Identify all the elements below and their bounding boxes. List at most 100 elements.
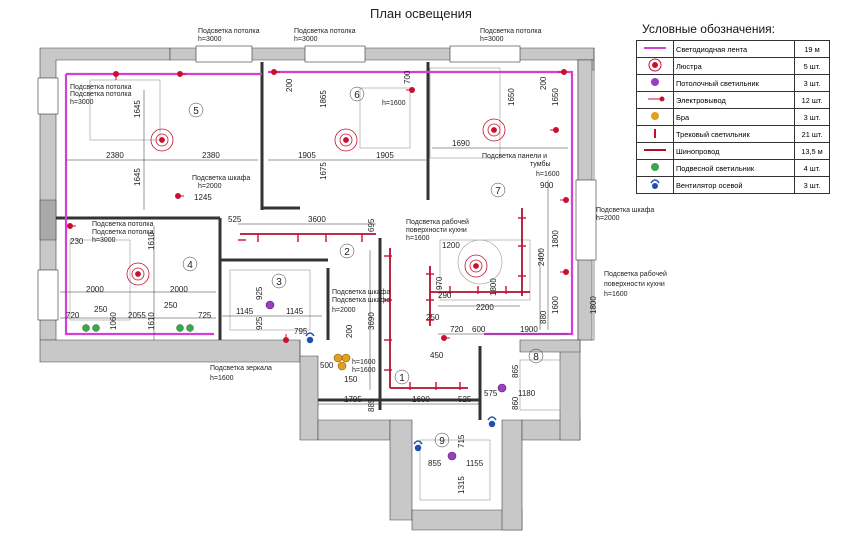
dimension-label: 1060	[109, 312, 118, 330]
ceiling-light-icon	[265, 300, 275, 310]
room-number: 7	[495, 186, 501, 197]
wall-sconce-icon	[337, 361, 347, 371]
legend-row: Светодиодная лента 19 м	[636, 40, 830, 58]
dimension-label: 2055	[128, 311, 146, 320]
dimension-label: 1650	[551, 88, 560, 106]
electrical-outlet-icon	[550, 127, 559, 133]
legend-row: Подвесной светильник 4 шт.	[636, 159, 830, 177]
annotation: h=3000	[92, 237, 116, 244]
dimension-label: 1865	[319, 90, 328, 108]
dimension-label: 1315	[457, 476, 466, 494]
dimension-label: 250	[164, 301, 178, 310]
dimension-label: 880	[539, 310, 548, 324]
electrical-outlet-icon	[177, 71, 186, 77]
annotation: Подсветка потолка	[92, 229, 154, 236]
dimension-label: 1645	[133, 168, 142, 186]
annotation: Подсветка потолка	[70, 91, 132, 98]
electrical-outlet-icon	[175, 193, 184, 199]
annotation: Подсветка рабочей	[406, 218, 469, 226]
dimension-label: 3690	[367, 312, 376, 330]
dimension-label: 885	[367, 398, 376, 412]
annotations: Подсветка потолка h=3000 Подсветка потол…	[70, 28, 667, 382]
pendant-light-icon	[186, 324, 194, 332]
dimension-label: 1800	[589, 296, 598, 314]
dimension-label: 600	[472, 325, 486, 334]
dimension-label: 715	[457, 434, 466, 448]
annotation: Подсветка шкафа	[332, 297, 390, 304]
electrical-outlet-icon	[560, 269, 569, 275]
dimension-label: 1145	[236, 307, 254, 316]
annotation: h=1600	[604, 291, 628, 298]
dimension-label: 525	[228, 215, 242, 224]
dimension-label: 250	[426, 313, 440, 322]
track-lights	[238, 217, 526, 390]
dimension-label: 1905	[298, 151, 316, 160]
electrical-outlet-icon	[441, 335, 450, 341]
annotation: h=2000	[596, 215, 620, 222]
legend-table: Светодиодная лента 19 м Люстра 5 шт. Пот…	[636, 40, 830, 194]
legend-label: Подвесной светильник	[673, 159, 795, 177]
dimension-label: 925	[255, 316, 264, 330]
legend-row: Люстра 5 шт.	[636, 57, 830, 75]
dimension-label: 2000	[170, 285, 188, 294]
annotation: h=1600	[352, 359, 376, 366]
legend-row: Трековый светильник 21 шт.	[636, 125, 830, 143]
electrical-outlet-icon	[113, 71, 119, 80]
interior-walls	[56, 62, 482, 420]
annotation: Подсветка панели и	[482, 153, 547, 160]
chandelier-icon	[126, 262, 150, 286]
dimension-label: 1180	[518, 389, 536, 398]
dimension-label: 1610	[147, 232, 156, 250]
legend-label: Шинопровод	[673, 142, 795, 160]
windows	[37, 45, 597, 321]
annotation: Подсветка потолка	[294, 28, 356, 35]
room-number: 4	[187, 260, 193, 271]
legend-label: Трековый светильник	[673, 125, 795, 143]
annotation: Подсветка зеркала	[210, 365, 272, 372]
annotation: h=2000	[332, 307, 356, 314]
annotation: h=3000	[480, 36, 504, 43]
dimension-label: 525	[458, 395, 472, 404]
dimension-label: 695	[367, 218, 376, 232]
annotation: Подсветка потолка	[198, 28, 260, 35]
dimension-label: 500	[320, 361, 334, 370]
annotation: поверхности кухни	[604, 281, 665, 288]
annotation: h=3000	[198, 36, 222, 43]
electrical-outlet-icon	[558, 69, 567, 75]
chandelier-icon	[150, 128, 174, 152]
dimension-label: 1200	[442, 241, 460, 250]
legend-qty: 4 шт.	[794, 159, 830, 177]
legend-qty: 3 шт.	[794, 74, 830, 92]
legend-label: Потолочный светильник	[673, 74, 795, 92]
room-number: 5	[193, 106, 199, 117]
dimension-label: 2380	[106, 151, 124, 160]
annotation: Подсветка шкафа	[192, 175, 250, 182]
dimension-label: 1800	[551, 230, 560, 248]
pendant-light-icon	[82, 324, 90, 332]
room-number: 1	[399, 373, 405, 384]
dimension-label: 200	[345, 324, 354, 338]
ceiling-light-icon	[497, 383, 507, 393]
dimension-label: 1900	[520, 325, 538, 334]
axial-fan-icon	[650, 179, 660, 189]
annotation: Подсветка потолка	[92, 221, 154, 228]
fans	[305, 332, 497, 452]
electrical-outlet-icon	[648, 96, 665, 102]
sconces	[333, 353, 351, 371]
dimension-label: 900	[540, 181, 554, 190]
dimension-label: 1155	[466, 459, 484, 468]
dimension-label: 865	[511, 364, 520, 378]
legend-qty: 21 шт.	[794, 125, 830, 143]
electrical-outlets	[67, 69, 569, 343]
legend: Условные обозначения: Светодиодная лента…	[636, 22, 834, 194]
room-number: 6	[354, 90, 360, 101]
annotation: Подсветка потолка	[70, 84, 132, 91]
dimension-label: 2200	[476, 303, 494, 312]
dimension-label: 150	[344, 375, 358, 384]
annotation: h=3000	[70, 99, 94, 106]
legend-row: Вентилятор осевой 3 шт.	[636, 176, 830, 194]
page-title: План освещения	[370, 6, 472, 21]
legend-title: Условные обозначения:	[642, 22, 775, 36]
room-number: 2	[344, 247, 350, 258]
